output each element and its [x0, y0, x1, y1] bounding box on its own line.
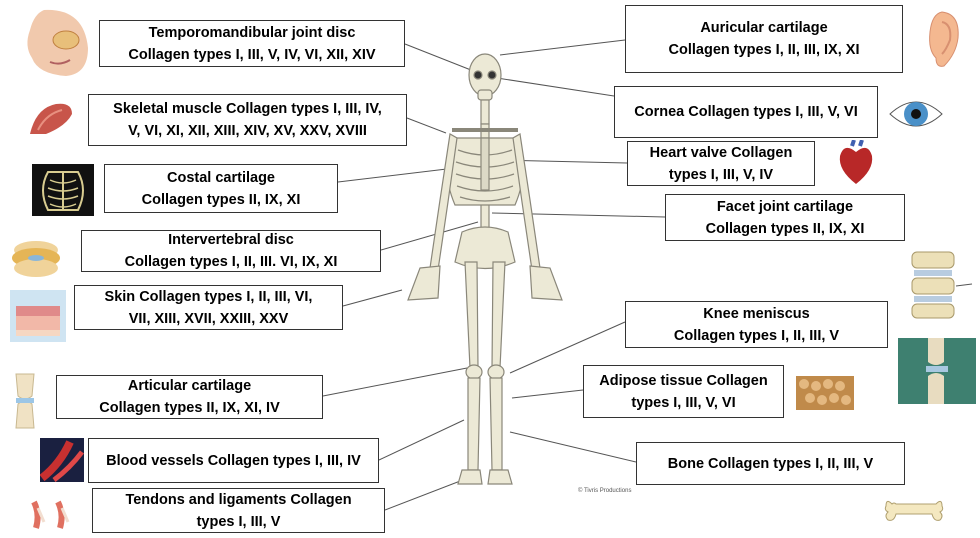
- right-knee: [487, 364, 505, 380]
- neck: [480, 99, 490, 125]
- label-auricular-cartilage: Auricular cartilage Collagen types I, II…: [625, 5, 903, 73]
- copyright-text: © Tivris Productions: [578, 488, 632, 494]
- tendon-icon: [31, 500, 70, 529]
- eye-socket-left: [473, 70, 483, 80]
- knee-icon: [898, 338, 976, 404]
- ear-icon: [929, 11, 959, 67]
- connector-ivd: [380, 221, 479, 251]
- muscle-icon: [30, 103, 72, 134]
- adipose-tissue-icon: [796, 376, 854, 410]
- label-articular-cartilage: Articular cartilage Collagen types II, I…: [56, 375, 323, 419]
- connector-adipose: [511, 389, 584, 399]
- left-arm: [429, 133, 458, 271]
- connector-lines: [322, 39, 666, 511]
- right-femur: [491, 261, 506, 369]
- left-hand: [407, 265, 441, 301]
- eye-socket-right: [487, 70, 497, 80]
- right-hand: [529, 265, 563, 301]
- pelvis: [454, 226, 516, 270]
- eye-icon: [889, 101, 943, 127]
- label-adipose-tissue: Adipose tissue Collagen types I, III, V,…: [583, 365, 784, 418]
- connector-cornea: [496, 77, 615, 97]
- label-bone: Bone Collagen types I, II, III, V: [636, 442, 905, 485]
- right-arm: [512, 133, 541, 271]
- skin-icon: [10, 290, 66, 342]
- connector-skeletal: [406, 117, 447, 134]
- label-tmj: Temporomandibular joint disc Collagen ty…: [99, 20, 405, 67]
- right-foot: [487, 469, 513, 485]
- label-cornea: Cornea Collagen types I, III, V, VI: [614, 86, 878, 138]
- label-costal-cartilage: Costal cartilage Collagen types II, IX, …: [104, 164, 338, 213]
- left-foot: [457, 469, 483, 485]
- label-knee-meniscus: Knee meniscus Collagen types I, II, III,…: [625, 301, 888, 348]
- left-tibia: [467, 377, 481, 471]
- label-skeletal-muscle: Skeletal muscle Collagen types I, III, I…: [88, 94, 407, 146]
- label-skin: Skin Collagen types I, II, III, VI, VII,…: [74, 285, 343, 330]
- connector-tmj: [404, 43, 477, 73]
- joint-cartilage-icon: [15, 373, 35, 429]
- connector-bone: [509, 431, 637, 463]
- connector-articular: [322, 367, 468, 397]
- connector-skin: [342, 289, 403, 307]
- skeleton: [407, 53, 563, 485]
- connector-blood: [378, 419, 465, 461]
- bone-icon: [884, 500, 944, 521]
- left-femur: [464, 261, 479, 369]
- label-heart-valve: Heart valve Collagen types I, III, V, IV: [627, 141, 815, 186]
- right-tibia: [489, 377, 503, 471]
- label-blood-vessels: Blood vessels Collagen types I, III, IV: [88, 438, 379, 483]
- label-tendons-ligaments: Tendons and ligaments Collagen types I, …: [92, 488, 385, 533]
- blood-vessel-icon: [40, 438, 84, 482]
- connector-costal: [337, 167, 456, 183]
- connector-knee: [509, 321, 626, 374]
- label-intervertebral-disc: Intervertebral disc Collagen types I, II…: [81, 230, 381, 272]
- sternum: [480, 137, 490, 191]
- label-facet-joint: Facet joint cartilage Collagen types II,…: [665, 194, 905, 241]
- intervertebral-disc-icon: [12, 241, 60, 277]
- connector-auricular: [499, 39, 626, 56]
- face-jaw-icon: [27, 9, 88, 76]
- left-knee: [465, 364, 483, 380]
- ribcage-icon: [32, 164, 94, 216]
- connector-facet: [491, 212, 666, 218]
- jaw: [477, 89, 493, 101]
- heart-icon: [839, 140, 873, 184]
- vertebra-icon: [911, 251, 973, 319]
- connector-tendons: [384, 477, 469, 511]
